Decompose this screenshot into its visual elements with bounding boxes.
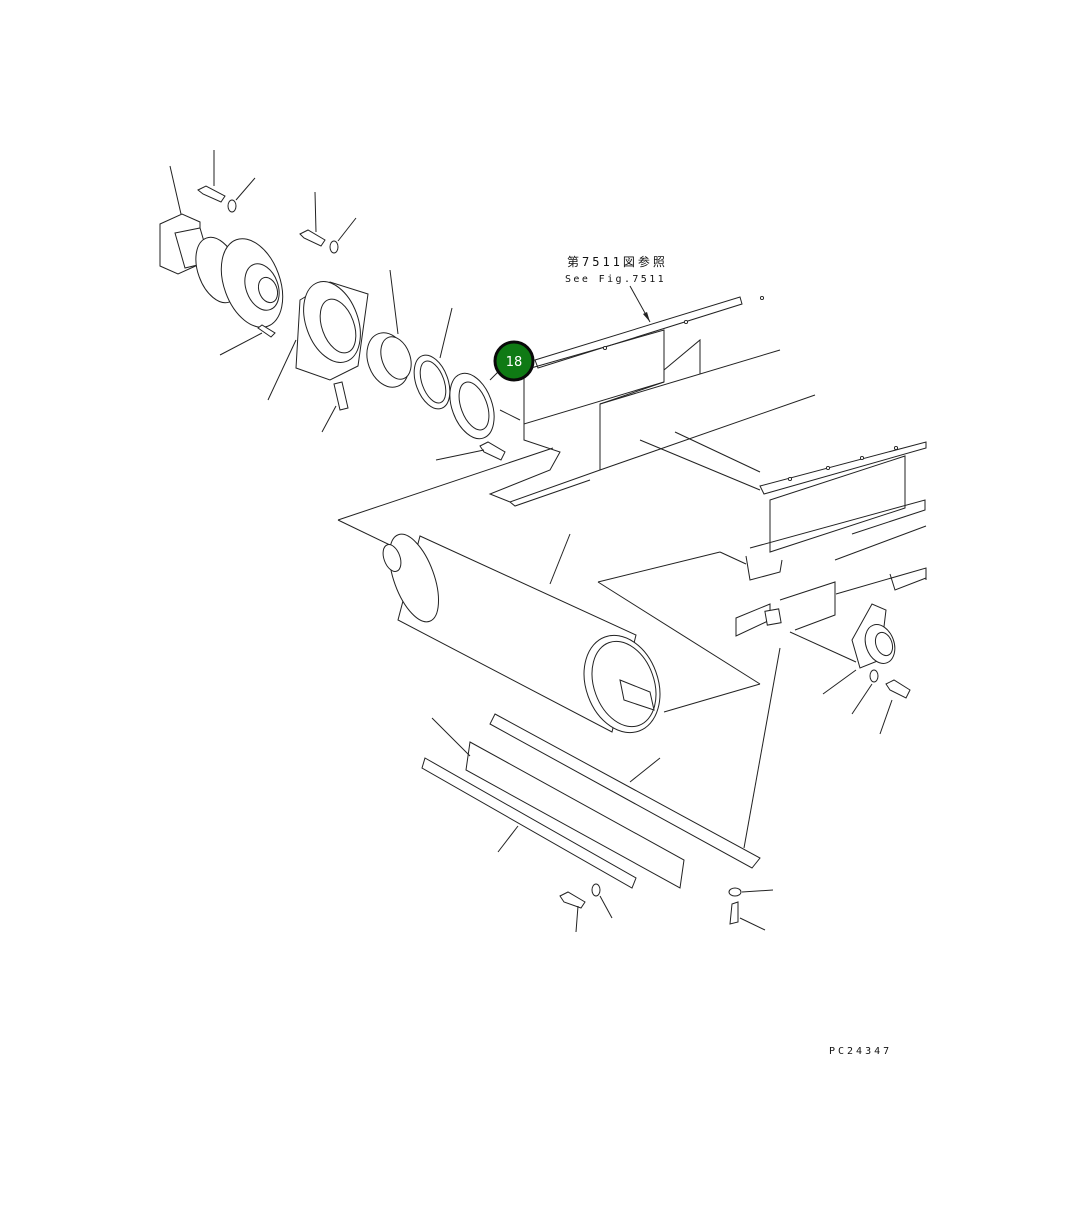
reference-arrow [643,312,650,322]
callout-number: 18 [506,355,523,370]
housing-washer [329,217,357,254]
bracket-washer [728,647,781,897]
oil-seal [449,372,495,440]
drive-motor [159,165,284,328]
scraper-bolt [559,891,586,933]
figure-reference-en: See Fig.7511 [565,274,666,285]
snap-ring [413,307,453,410]
housing-bolt [299,191,326,247]
bearing [366,269,412,388]
flange-washer [851,669,879,715]
figure-reference-jp: 第7511図参照 [567,254,668,269]
motor-pin [219,324,276,356]
scraper-bracket [489,713,761,869]
callout-circle[interactable] [493,340,535,382]
flange-bolt [879,679,911,735]
grease-fitting [321,381,349,433]
conveyor-frame [488,295,927,637]
callout-18[interactable]: 18 [493,340,535,382]
motor-washer [227,177,256,213]
flange-bearing [789,603,896,695]
scraper-holder [421,757,637,889]
drawing-number: PC24347 [829,1046,892,1057]
scraper-blade [431,717,685,889]
drum-roller [337,447,761,734]
scraper-washer [591,883,613,919]
bearing-housing [267,281,369,401]
motor-bolt [197,150,226,203]
bracket-bolt [729,901,766,931]
seal-bolt [435,441,506,461]
